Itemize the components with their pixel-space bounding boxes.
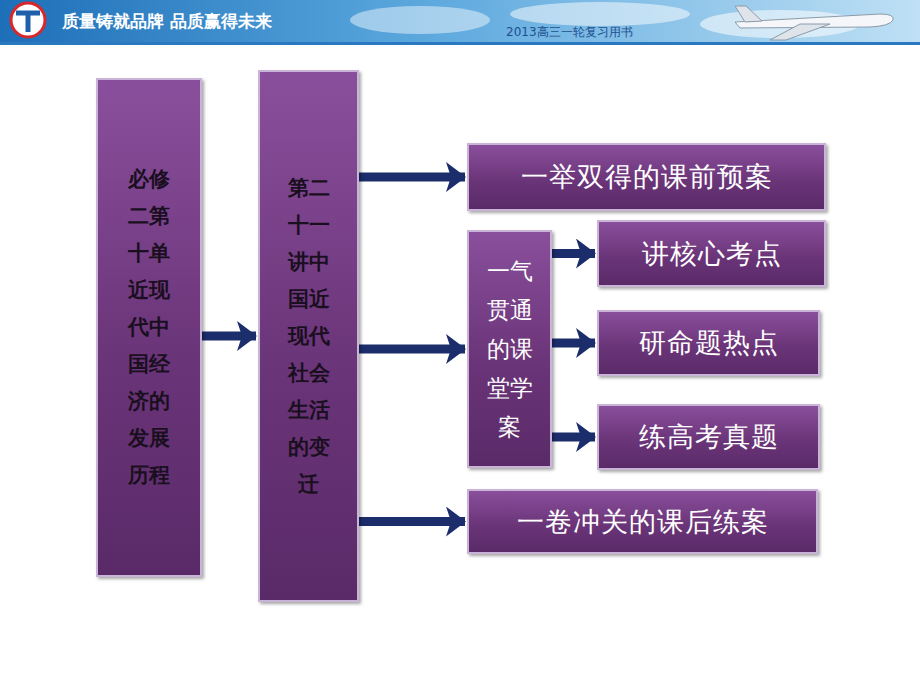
section-box: 一卷冲关的课后练案 [467,489,818,554]
section-box: 一气贯通的课堂学案 [467,230,552,468]
box-text: 第二十一讲中国近现代社会生活的变迁 [286,170,332,503]
box-text: 练高考真题 [639,419,779,455]
header-rule [0,42,920,45]
section-box: 必修二第十单近现代中国经济的发展历程 [96,78,202,577]
block-arrow [359,517,465,526]
box-text: 研命题热点 [639,325,779,361]
block-arrow [202,332,256,341]
header-text: 质量铸就品牌 品质赢得未来 [62,10,272,33]
airplane [735,6,893,40]
section-box: 一举双得的课前预案 [467,143,826,211]
logo-mark [16,13,40,32]
box-text: 一举双得的课前预案 [521,159,773,195]
block-arrow [552,339,595,348]
box-text: 必修二第十单近现代中国经济的发展历程 [126,161,172,494]
cloud [350,6,490,34]
header-text: 2013高三一轮复习用书 [506,24,633,41]
box-text: 一气贯通的课堂学案 [485,252,535,447]
cloud [510,2,690,26]
section-box: 练高考真题 [597,404,820,470]
section-box: 第二十一讲中国近现代社会生活的变迁 [258,70,359,602]
logo [11,3,45,37]
section-box: 讲核心考点 [597,220,826,287]
block-arrow [359,345,465,354]
box-text: 讲核心考点 [642,236,782,272]
block-arrow [552,249,595,258]
header-band [0,0,920,42]
block-arrow [359,173,465,182]
section-box: 研命题热点 [597,310,820,376]
box-text: 一卷冲关的课后练案 [517,504,769,540]
block-arrow [552,433,595,442]
